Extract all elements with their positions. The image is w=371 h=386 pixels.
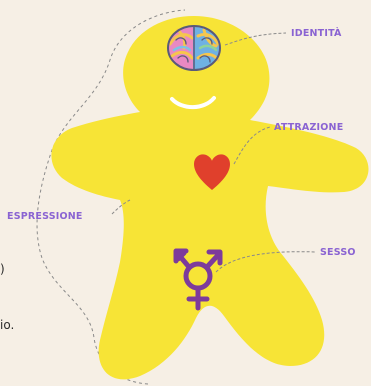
- partial-text-line-2: io.: [0, 319, 14, 331]
- label-attrazione: ATTRAZIONE: [274, 123, 343, 133]
- partial-text-line-1: ): [0, 263, 5, 275]
- brain-icon: [168, 26, 220, 70]
- label-sesso: SESSO: [320, 248, 356, 258]
- label-identita: IDENTITÀ: [291, 29, 342, 39]
- figure-body: [51, 16, 368, 379]
- label-espressione: ESPRESSIONE: [7, 212, 83, 222]
